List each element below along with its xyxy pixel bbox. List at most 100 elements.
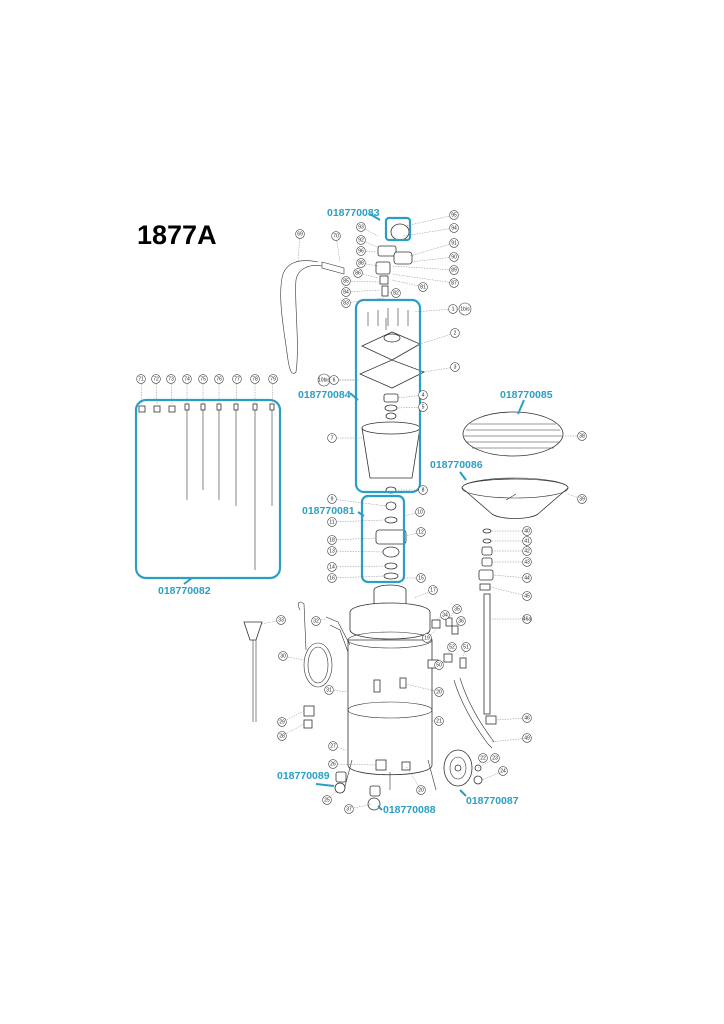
part-number: 9	[331, 497, 334, 503]
leader-line	[345, 297, 385, 304]
part-callout-20b: 20	[405, 765, 426, 795]
part-number: 16	[329, 576, 335, 582]
callout-bubble	[327, 546, 337, 556]
part-41	[482, 538, 492, 544]
callout-bubble	[418, 390, 428, 400]
leader-line	[331, 519, 385, 523]
part-callout-3: 3	[423, 362, 460, 373]
part-number: 50	[436, 663, 442, 669]
part-callout-91: 91	[409, 238, 459, 257]
part-number: 38	[579, 434, 585, 440]
callout-bubble	[522, 713, 532, 723]
callout-bubble	[341, 287, 351, 297]
part-number: 86	[355, 271, 361, 277]
leader-line	[462, 646, 467, 659]
callout-bubble	[268, 374, 278, 384]
leader-line	[315, 618, 327, 622]
callout-bubble	[456, 616, 466, 626]
callout-bubble	[327, 433, 337, 443]
hose-hook	[298, 601, 307, 651]
part-callout-90: 90	[409, 252, 459, 263]
leader-line	[491, 737, 528, 743]
funnel-33	[243, 621, 263, 641]
leader-line	[448, 608, 458, 619]
part-number: 46	[524, 716, 530, 722]
leader-line	[403, 227, 455, 237]
leader-line	[423, 366, 456, 373]
part-callout-4: 4	[397, 390, 428, 400]
part-number: 44	[524, 576, 530, 582]
leader-line	[391, 265, 455, 271]
part-number: 52	[449, 645, 455, 651]
part-callout-52: 52	[447, 642, 457, 655]
part-number: 91	[451, 241, 457, 247]
callout-bubble	[434, 660, 444, 670]
leader-line	[492, 574, 528, 579]
part-callout-46a: 46a	[490, 614, 532, 624]
part-29	[303, 705, 315, 717]
part-callout-10: 10	[403, 507, 425, 517]
part-number: 93	[358, 225, 364, 231]
leader-line	[170, 378, 173, 405]
part-callout-79: 79	[268, 374, 278, 405]
callout-bubble	[522, 573, 532, 583]
part-callout-13: 13	[327, 546, 384, 556]
diagram-title: 1877A	[137, 220, 217, 250]
tank-dome-17	[349, 602, 431, 640]
washer-22	[474, 764, 482, 772]
part-callout-84: 84	[341, 287, 381, 297]
part-callout-94: 94	[403, 223, 459, 237]
leader-line	[235, 378, 238, 405]
valve-stem-84	[381, 285, 389, 297]
lid-boss	[383, 333, 401, 343]
part-number: 42	[524, 549, 530, 555]
part-number: 37	[346, 807, 352, 813]
grid-bars	[464, 423, 562, 449]
part-number: 72	[153, 377, 159, 383]
part-number: 69	[297, 232, 303, 238]
column-46a	[483, 593, 491, 715]
caster-089	[335, 771, 347, 783]
callout-bubble	[577, 431, 587, 441]
part-number: 35	[454, 607, 460, 613]
part-42	[481, 546, 493, 556]
part-callout-83: 83	[341, 297, 385, 308]
callout-bubble	[327, 535, 337, 545]
part-callout-11: 11	[327, 517, 385, 527]
leader-line	[405, 683, 440, 693]
leader-line	[297, 233, 301, 263]
part-number: 14	[329, 565, 335, 571]
kit-label-81: 018770081	[302, 505, 355, 517]
part-number: 10bis	[318, 378, 330, 384]
callout-bubble	[356, 246, 366, 256]
part-number: 96	[358, 249, 364, 255]
part-callout-18: 18	[327, 535, 377, 545]
part-number: 92	[358, 238, 364, 244]
part-callout-7: 7	[327, 433, 362, 443]
leader-line	[332, 745, 347, 751]
part-callout-92: 92	[356, 235, 381, 249]
part-number: 82	[393, 291, 399, 297]
part-callout-51: 51	[461, 642, 471, 659]
kit-label-82: 018770082	[158, 585, 211, 597]
part-number: 30	[280, 654, 286, 660]
part-callout-15: 15	[404, 573, 426, 583]
part-callout-21: 21	[432, 716, 444, 726]
callout-bubble	[276, 615, 286, 625]
part-callout-86: 86	[353, 268, 379, 279]
callout-bubble	[418, 282, 428, 292]
valve-cap-95	[390, 223, 410, 241]
callout-bubble	[341, 298, 351, 308]
part-46	[485, 715, 497, 725]
part-callout-17: 17	[413, 585, 438, 599]
part-number: 41	[524, 539, 530, 545]
leader-line	[435, 614, 446, 621]
part-callout-20: 20	[405, 683, 444, 697]
leader-line	[331, 575, 385, 579]
part-callout-34: 34	[435, 610, 450, 621]
part-number: 1	[452, 307, 455, 313]
part-number: 22	[480, 756, 486, 762]
part-45	[479, 583, 491, 591]
